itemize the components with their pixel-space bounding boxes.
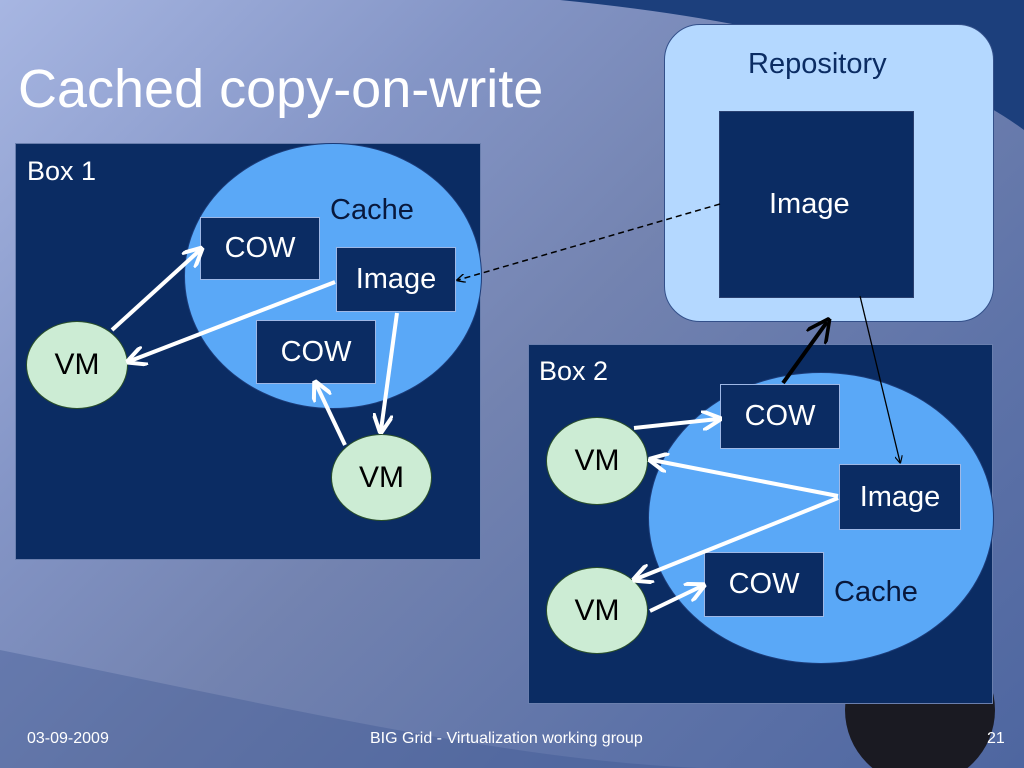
repository-image-label: Image bbox=[769, 188, 850, 220]
box-2-image: Image bbox=[839, 464, 961, 530]
box-1-image: Image bbox=[336, 247, 456, 312]
box-2-cow-bottom: COW bbox=[704, 552, 824, 617]
box-2-vm-top: VM bbox=[546, 417, 648, 505]
repository-label: Repository bbox=[748, 48, 887, 80]
box-2-cache-label: Cache bbox=[834, 576, 918, 608]
box-2-label: Box 2 bbox=[539, 356, 609, 386]
box-2-cow-top: COW bbox=[720, 384, 840, 449]
box-1-cow-bottom: COW bbox=[256, 320, 376, 384]
box-1-label: Box 1 bbox=[27, 156, 97, 186]
box-2-vm-bottom: VM bbox=[546, 567, 648, 654]
box-1-cow-top: COW bbox=[200, 217, 320, 280]
footer-title: BIG Grid - Virtualization working group bbox=[370, 730, 643, 747]
slide-title: Cached copy-on-write bbox=[18, 59, 544, 119]
page-number: 21 bbox=[987, 730, 1005, 747]
box-1-vm-right: VM bbox=[331, 434, 432, 521]
box-1-cache-label: Cache bbox=[330, 194, 414, 226]
footer-date: 03-09-2009 bbox=[27, 730, 109, 747]
box-1-vm-left: VM bbox=[26, 321, 128, 409]
